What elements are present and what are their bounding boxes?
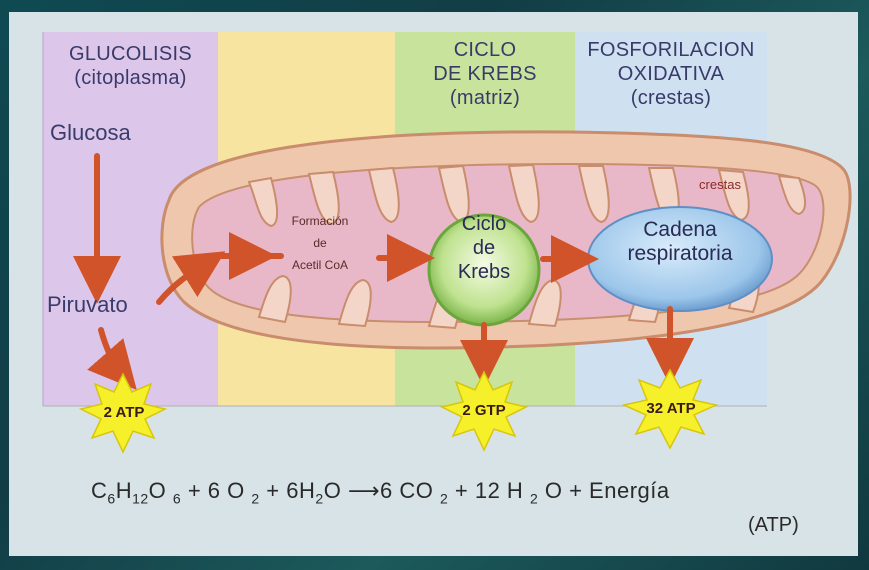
eq-o-end: O: [323, 478, 342, 503]
eq-co2: 6 CO: [379, 478, 434, 503]
eq-tail: O + Energía: [544, 478, 670, 503]
krebs-subtitle: (matriz): [449, 87, 521, 109]
eq-h-sub: 12: [132, 490, 149, 507]
equation: C6H12O 6 + 6 O 2 + 6H2O ⟶6 CO 2 + 12 H 2…: [91, 478, 670, 506]
label-piruvato: Piruvato: [47, 292, 128, 317]
eq-o-sub: 6: [172, 490, 182, 507]
ciclo-line1: Ciclo: [461, 213, 507, 235]
glucolisis-title: GLUCOLISIS: [68, 43, 193, 65]
formacion-line1: Formación: [291, 214, 349, 228]
gtp-star-krebs: [439, 370, 529, 452]
label-crestas: crestas: [699, 177, 741, 192]
atp-star-glucolisis: [78, 372, 168, 454]
yield-fosforilacion: 32 ATP: [646, 400, 696, 417]
cadena-line2: respiratoria: [627, 242, 733, 265]
eq-plus2: + 6H: [266, 478, 316, 503]
fosfo-title-line2: OXIDATIVA: [617, 63, 725, 85]
fosfo-subtitle: (crestas): [630, 87, 712, 109]
arrow-piruvato-atp: [87, 327, 137, 391]
fosfo-title-line1: FOSFORILACION: [587, 39, 755, 61]
yield-glucolisis: 2 ATP: [103, 404, 145, 421]
yield-krebs: 2 GTP: [462, 402, 506, 419]
diagram-card: GLUCOLISIS (citoplasma) CICLO DE KREBS (…: [9, 12, 858, 556]
mitochondria-diagram: [42, 32, 852, 454]
arrow-piruvato-mito: [156, 251, 226, 305]
label-ciclo-krebs: Ciclo de Krebs: [439, 212, 529, 284]
formacion-line3: Acetil CoA: [291, 258, 349, 272]
krebs-title-line2: DE KREBS: [433, 63, 537, 85]
atp-star-fosforilacion: [621, 368, 719, 450]
eq-atp: (ATP): [748, 514, 799, 536]
eq-plus1: + 6 O: [187, 478, 245, 503]
label-glucosa: Glucosa: [50, 120, 131, 145]
ciclo-line3: Krebs: [457, 261, 511, 283]
eq-h2o-sub: 2: [315, 490, 324, 507]
label-cadena-respiratoria: Cadena respiratoria: [595, 218, 765, 266]
cristae: [247, 163, 806, 330]
cadena-line1: Cadena: [643, 218, 717, 241]
formacion-line2: de: [313, 236, 327, 250]
eq-h: H: [115, 478, 133, 503]
eq-o2-sub: 2: [251, 490, 260, 507]
eq-c: C: [91, 478, 108, 503]
eq-o: O: [148, 478, 167, 503]
eq-c-sub: 6: [107, 490, 116, 507]
label-formacion: Formación de Acetil CoA: [275, 210, 365, 276]
arrow-icon: ⟶: [347, 478, 380, 503]
eq-h2o2-sub: 2: [529, 490, 539, 507]
eq-co2-sub: 2: [439, 490, 449, 507]
glucolisis-subtitle: (citoplasma): [74, 67, 187, 89]
header-fosforilacion: FOSFORILACION OXIDATIVA (crestas): [575, 38, 767, 110]
ciclo-line2: de: [472, 237, 496, 259]
header-glucolisis: GLUCOLISIS (citoplasma): [43, 42, 218, 90]
krebs-title-line1: CICLO: [453, 39, 517, 61]
header-krebs: CICLO DE KREBS (matriz): [395, 38, 575, 110]
eq-plus3: + 12 H: [454, 478, 524, 503]
